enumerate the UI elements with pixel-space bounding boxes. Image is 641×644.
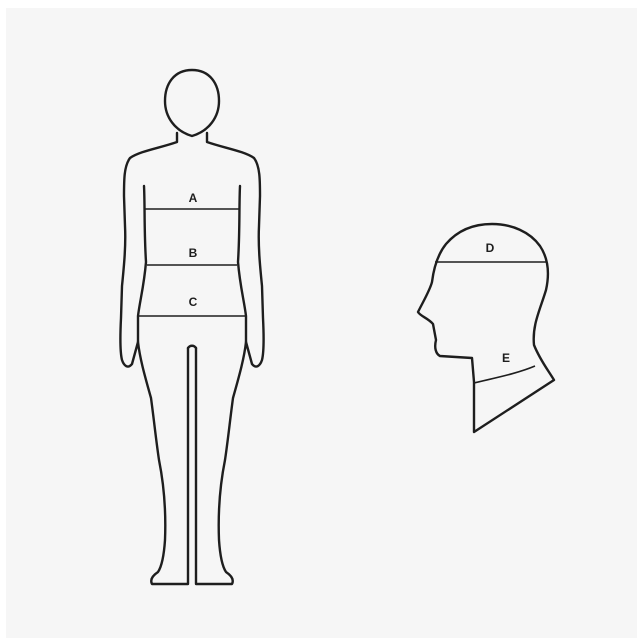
body-head-outline bbox=[165, 70, 219, 136]
body-figure: A B C bbox=[120, 70, 263, 584]
right-torso-line bbox=[238, 186, 246, 342]
crotch-line bbox=[188, 346, 196, 348]
hips-label: C bbox=[189, 295, 198, 309]
head-profile-figure: D E bbox=[418, 224, 554, 432]
head-label: D bbox=[486, 241, 495, 255]
waist-label: B bbox=[189, 246, 198, 260]
chest-label: A bbox=[189, 191, 198, 205]
head-profile-outline bbox=[418, 224, 554, 432]
left-torso-line bbox=[138, 186, 146, 342]
neck-measure-line bbox=[474, 366, 535, 383]
neck-label: E bbox=[502, 351, 510, 365]
